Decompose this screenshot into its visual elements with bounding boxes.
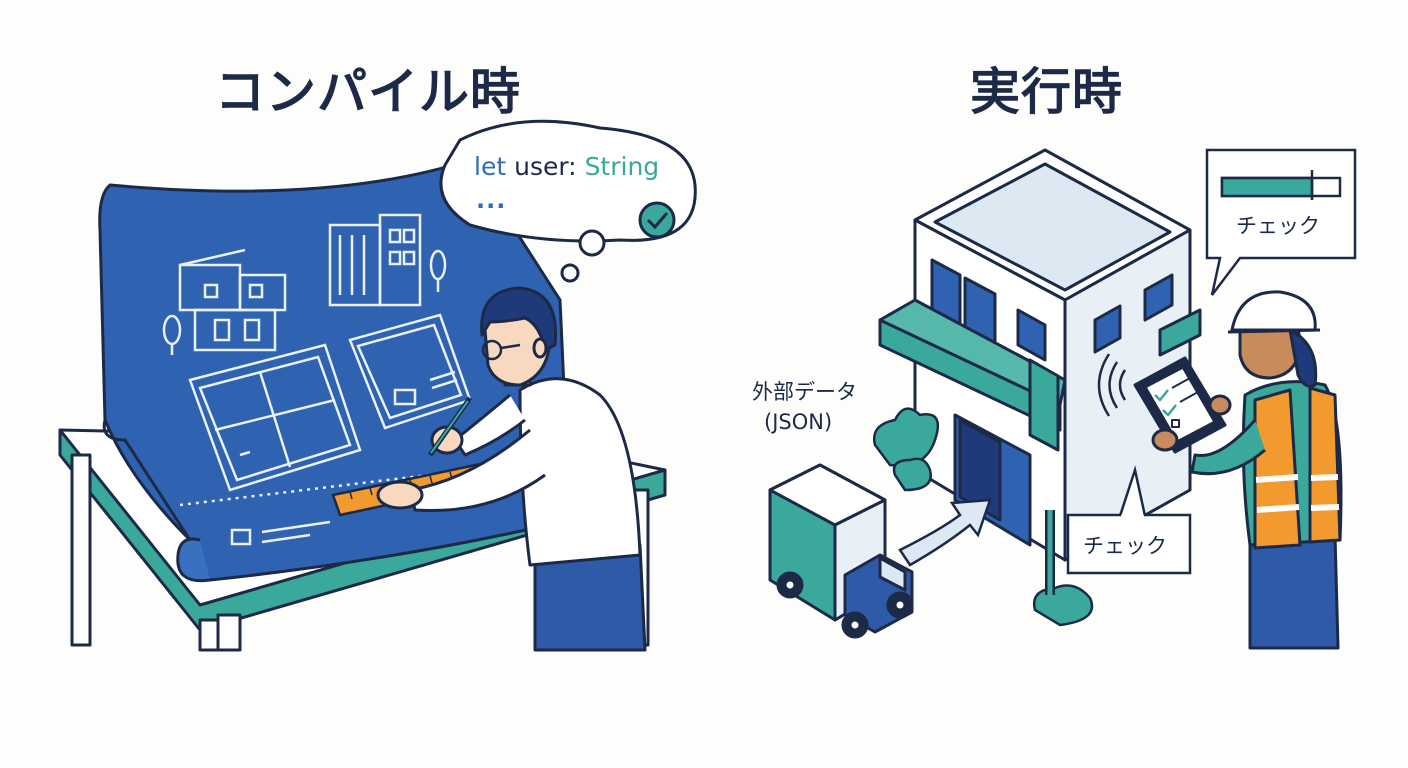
runtime-illustration (768, 148, 1357, 650)
signal-waves-icon (1097, 353, 1127, 417)
delivery-truck (768, 463, 914, 639)
code-keyword: let (474, 152, 507, 181)
progress-bar (1220, 170, 1342, 200)
code-type: String (584, 152, 660, 181)
check-label-bottom: チェック (1083, 534, 1167, 558)
compile-time-title: コンパイル時 (215, 63, 521, 121)
external-data-label: 外部データ (752, 380, 857, 404)
check-label-top: チェック (1236, 214, 1320, 238)
code-ellipsis: ... (476, 186, 507, 214)
code-snippet: let user: String (474, 152, 659, 181)
compile-time-illustration (58, 119, 697, 652)
check-speech-box-bottom (1066, 465, 1192, 575)
building (878, 148, 1202, 562)
bushes (872, 407, 1094, 627)
arrow-icon (898, 498, 992, 567)
runtime-title: 実行時 (970, 63, 1123, 121)
json-label: (JSON) (764, 410, 833, 434)
engineer-figure (376, 286, 647, 652)
thought-bubble (439, 119, 697, 283)
check-speech-box-top (1205, 148, 1357, 296)
inspector-figure (1133, 290, 1343, 650)
check-circle-icon (638, 201, 676, 239)
code-identifier: user: (514, 152, 577, 181)
